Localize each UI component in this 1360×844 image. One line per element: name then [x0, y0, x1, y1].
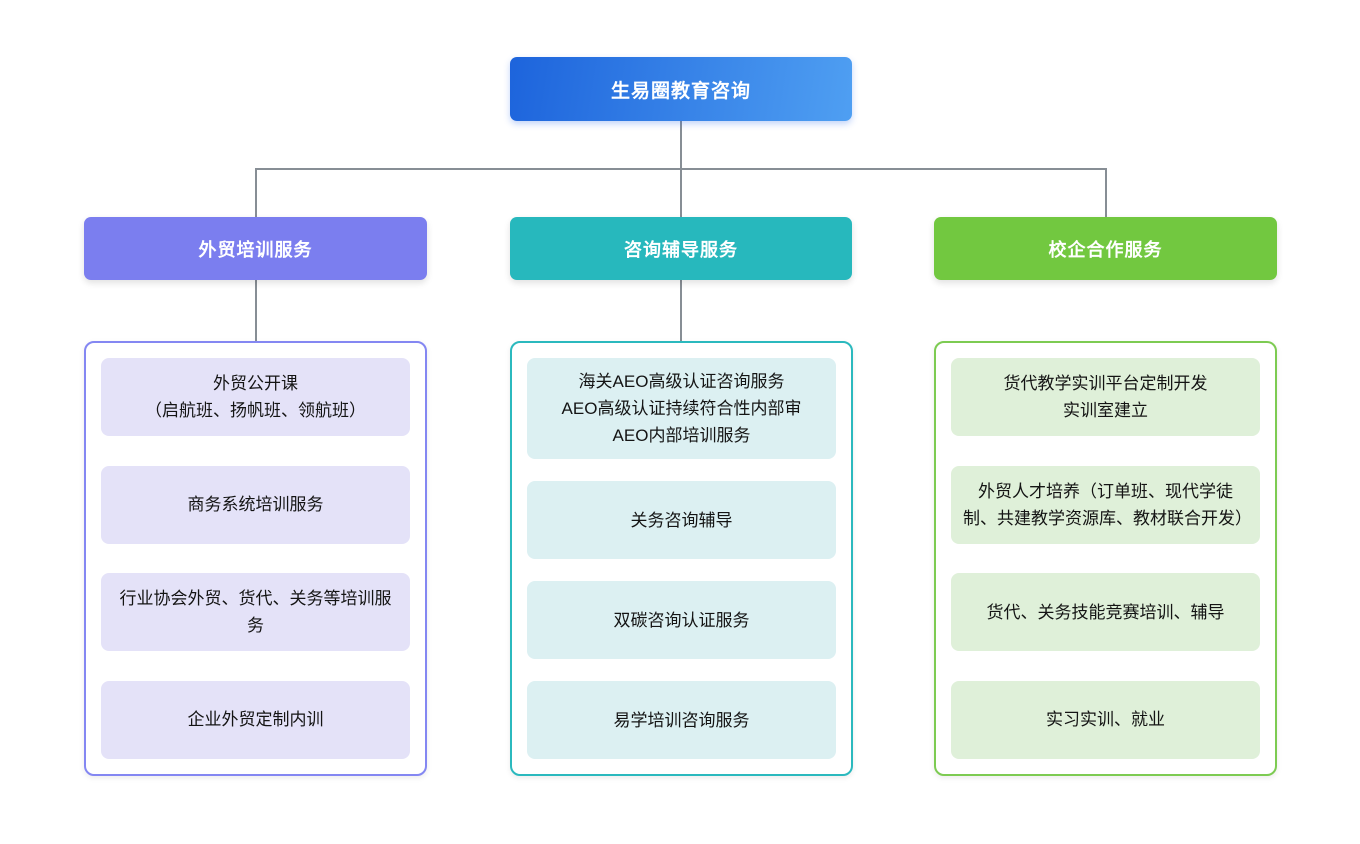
leaf-node-label: 企业外贸定制内训	[187, 710, 324, 730]
leaf-node[interactable]: 关务咨询辅导	[527, 481, 836, 559]
branch-header-label: 校企合作服务	[1048, 239, 1163, 260]
leaf-node[interactable]: 海关AEO高级认证咨询服务 AEO高级认证持续符合性内部审 AEO内部培训服务	[527, 358, 836, 459]
leaf-node[interactable]: 商务系统培训服务	[101, 465, 410, 544]
connector-branch1-drop	[255, 168, 257, 217]
root-node[interactable]: 生易圈教育咨询	[510, 57, 852, 121]
leaf-node-label: 关务咨询辅导	[630, 510, 733, 530]
branch-header-label: 外贸培训服务	[198, 239, 313, 260]
branch-header-school-enterprise-cooperation[interactable]: 校企合作服务	[934, 217, 1277, 280]
branch-header-foreign-trade-training[interactable]: 外贸培训服务	[84, 217, 427, 280]
leaf-node[interactable]: 货代教学实训平台定制开发 实训室建立	[951, 358, 1260, 436]
branch-header-label: 咨询辅导服务	[624, 239, 738, 260]
leaf-node-label: 实习实训、就业	[1046, 710, 1165, 730]
connector-branch2-drop	[680, 168, 682, 217]
root-node-label: 生易圈教育咨询	[610, 80, 751, 102]
branch-group-foreign-trade-training: 外贸公开课 （启航班、扬帆班、领航班） 商务系统培训服务 行业协会外贸、货代、关…	[84, 341, 427, 776]
leaf-node-label: 外贸人才培养（订单班、现代学徒制、共建教学资源库、教材联合开发）	[963, 481, 1252, 528]
leaf-node-label: 商务系统培训服务	[187, 495, 324, 515]
leaf-node[interactable]: 实习实训、就业	[951, 680, 1260, 759]
leaf-node[interactable]: 行业协会外贸、货代、关务等培训服务	[101, 573, 410, 652]
leaf-node-label: 双碳咨询认证服务	[613, 610, 750, 630]
leaf-node-label: 行业协会外贸、货代、关务等培训服务	[119, 589, 392, 636]
connector-branch1-to-children	[255, 280, 257, 341]
leaf-node[interactable]: 易学培训咨询服务	[527, 681, 836, 759]
leaf-node[interactable]: 外贸公开课 （启航班、扬帆班、领航班）	[101, 358, 410, 436]
leaf-node-label: 海关AEO高级认证咨询服务 AEO高级认证持续符合性内部审 AEO内部培训服务	[561, 372, 802, 445]
leaf-node[interactable]: 外贸人才培养（订单班、现代学徒制、共建教学资源库、教材联合开发）	[951, 465, 1260, 544]
connector-root-down	[680, 121, 682, 169]
branch-group-school-enterprise-cooperation: 货代教学实训平台定制开发 实训室建立 外贸人才培养（订单班、现代学徒制、共建教学…	[934, 341, 1277, 776]
leaf-node[interactable]: 企业外贸定制内训	[101, 680, 410, 759]
leaf-node-label: 外贸公开课 （启航班、扬帆班、领航班）	[145, 374, 366, 420]
leaf-node[interactable]: 双碳咨询认证服务	[527, 581, 836, 659]
connector-branch2-to-children	[680, 280, 682, 341]
leaf-node-label: 货代、关务技能竞赛培训、辅导	[986, 602, 1225, 622]
connector-branch3-drop	[1105, 168, 1107, 217]
leaf-node-label: 货代教学实训平台定制开发 实训室建立	[1003, 374, 1208, 420]
leaf-node-label: 易学培训咨询服务	[613, 710, 750, 730]
leaf-node[interactable]: 货代、关务技能竞赛培训、辅导	[951, 573, 1260, 652]
branch-group-consulting-coaching: 海关AEO高级认证咨询服务 AEO高级认证持续符合性内部审 AEO内部培训服务 …	[510, 341, 853, 776]
branch-header-consulting-coaching[interactable]: 咨询辅导服务	[510, 217, 852, 280]
